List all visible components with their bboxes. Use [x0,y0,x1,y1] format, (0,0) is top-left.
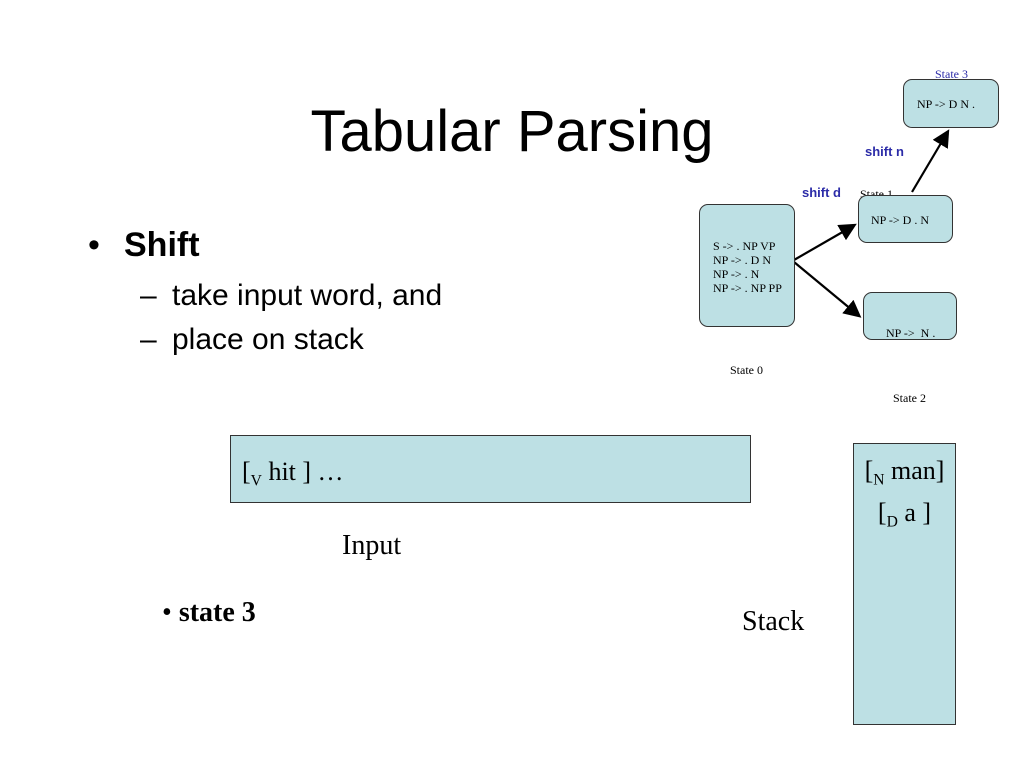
sub-item-1-text: take input word, and [172,279,443,312]
state-2-rule: NP -> N . [886,326,936,340]
state-note-text: state 3 [178,597,256,628]
state-2-box: NP -> N . [863,292,957,340]
state-note-bullet: • [162,597,172,628]
state-1-rule: NP -> D . N [871,213,929,227]
sub-item-2: –place on stack [140,323,364,357]
state-2-label: State 2 [893,391,926,405]
arrow-shift-n [911,129,950,193]
dash-1: – [140,279,157,312]
state-0-label: State 0 [730,363,763,377]
stack-label: Stack [742,606,805,637]
stack-item-1-open: [ [864,456,874,485]
shift-d-label: shift d [802,185,841,200]
state-1-box: NP -> D . N [858,195,953,243]
state-0-box: S -> . NP VP NP -> . D N NP -> . N NP ->… [699,204,795,327]
arrow-state2 [793,261,862,318]
input-word: hit ] … [261,457,344,486]
bullet-shift: • Shift [88,226,200,265]
bullet-shift-label: Shift [124,226,200,264]
input-label: Input [342,530,402,561]
state-0-rule-4: NP -> . NP PP [713,281,782,295]
input-open-bracket: [ [242,457,251,486]
input-category: V [250,472,262,490]
input-panel: [V hit ] … [230,435,751,503]
arrow-shift-d [793,223,857,261]
stack-item-1-category: N [873,471,885,489]
stack-item-1-word: man] [884,456,945,485]
dash-2: – [140,323,157,356]
input-content: [V hit ] … [242,457,344,490]
stack-item-2-word: a ] [897,498,932,527]
state-0-rule-3: NP -> . N [713,267,760,281]
sub-item-2-text: place on stack [172,323,364,356]
bullet-dot: • [88,226,100,264]
state-3-label: State 3 [935,67,968,81]
state-note: • state 3 [162,597,256,629]
stack-item-2-category: D [886,513,898,531]
slide-title: Tabular Parsing [310,99,714,164]
stack-panel: [N man] [D a ] [853,443,956,725]
state-3-box: NP -> D N . [903,79,999,128]
state-3-rule: NP -> D N . [917,97,975,111]
stack-item-2-open: [ [877,498,887,527]
sub-item-1: –take input word, and [140,279,442,313]
state-0-rule-2: NP -> . D N [713,253,771,267]
stack-item-2: [D a ] [854,498,955,531]
shift-n-label: shift n [865,144,904,159]
stack-item-1: [N man] [854,456,955,489]
state-0-rule-1: S -> . NP VP [713,239,776,253]
